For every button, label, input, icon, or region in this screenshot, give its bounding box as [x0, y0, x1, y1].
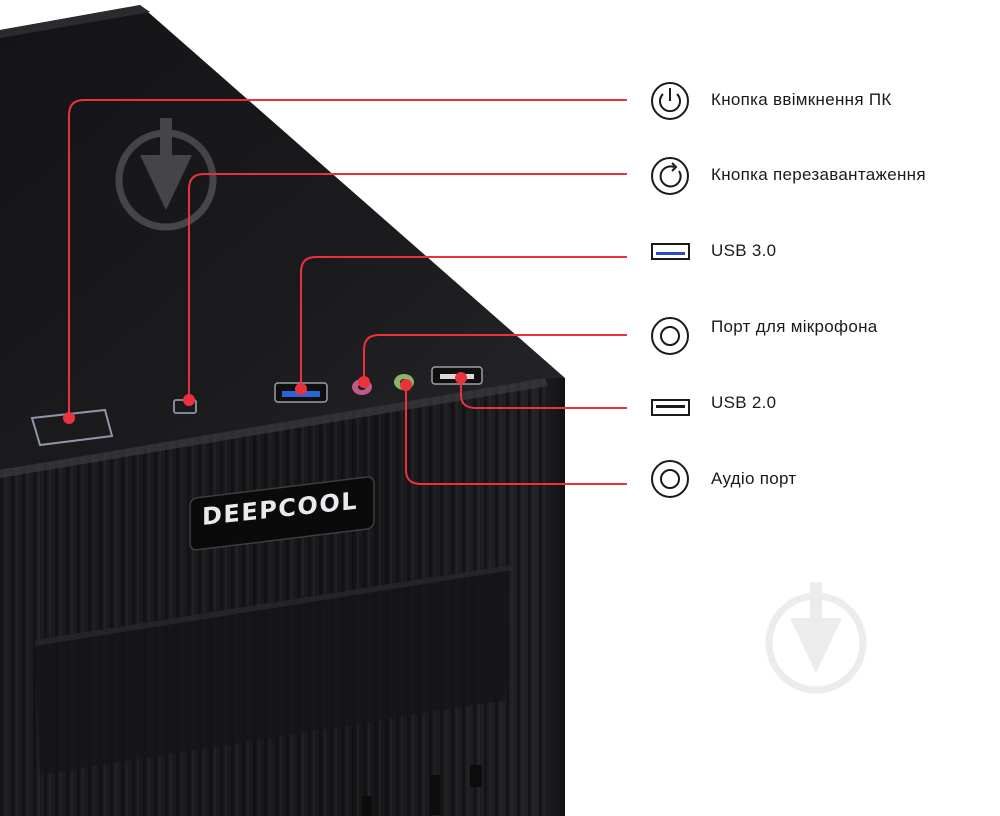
audio-port-icon	[651, 460, 689, 498]
callout-lines	[68, 99, 627, 485]
case-side	[540, 378, 565, 816]
front-vents	[362, 765, 482, 816]
label-power-button: Кнопка ввімкнення ПК	[711, 90, 892, 109]
drive-bay	[35, 565, 512, 775]
watermark-icon	[765, 582, 867, 694]
reset-icon	[651, 157, 689, 195]
microphone-port-icon	[651, 317, 689, 355]
label-microphone-port: Порт для мікрофона	[711, 317, 878, 336]
power-button-part	[30, 408, 114, 447]
power-icon	[651, 82, 689, 120]
case-logo	[189, 476, 375, 551]
usb2-port-icon	[651, 399, 690, 416]
label-reset-button: Кнопка перезавантаження	[711, 165, 926, 184]
label-usb3: USB 3.0	[711, 241, 777, 260]
callout-dots	[63, 372, 467, 424]
case-top	[0, 5, 565, 470]
watermark-icon	[115, 118, 217, 231]
usb3-port-icon	[651, 243, 690, 260]
label-usb2: USB 2.0	[711, 393, 777, 412]
label-audio-port: Аудіо порт	[711, 469, 797, 488]
